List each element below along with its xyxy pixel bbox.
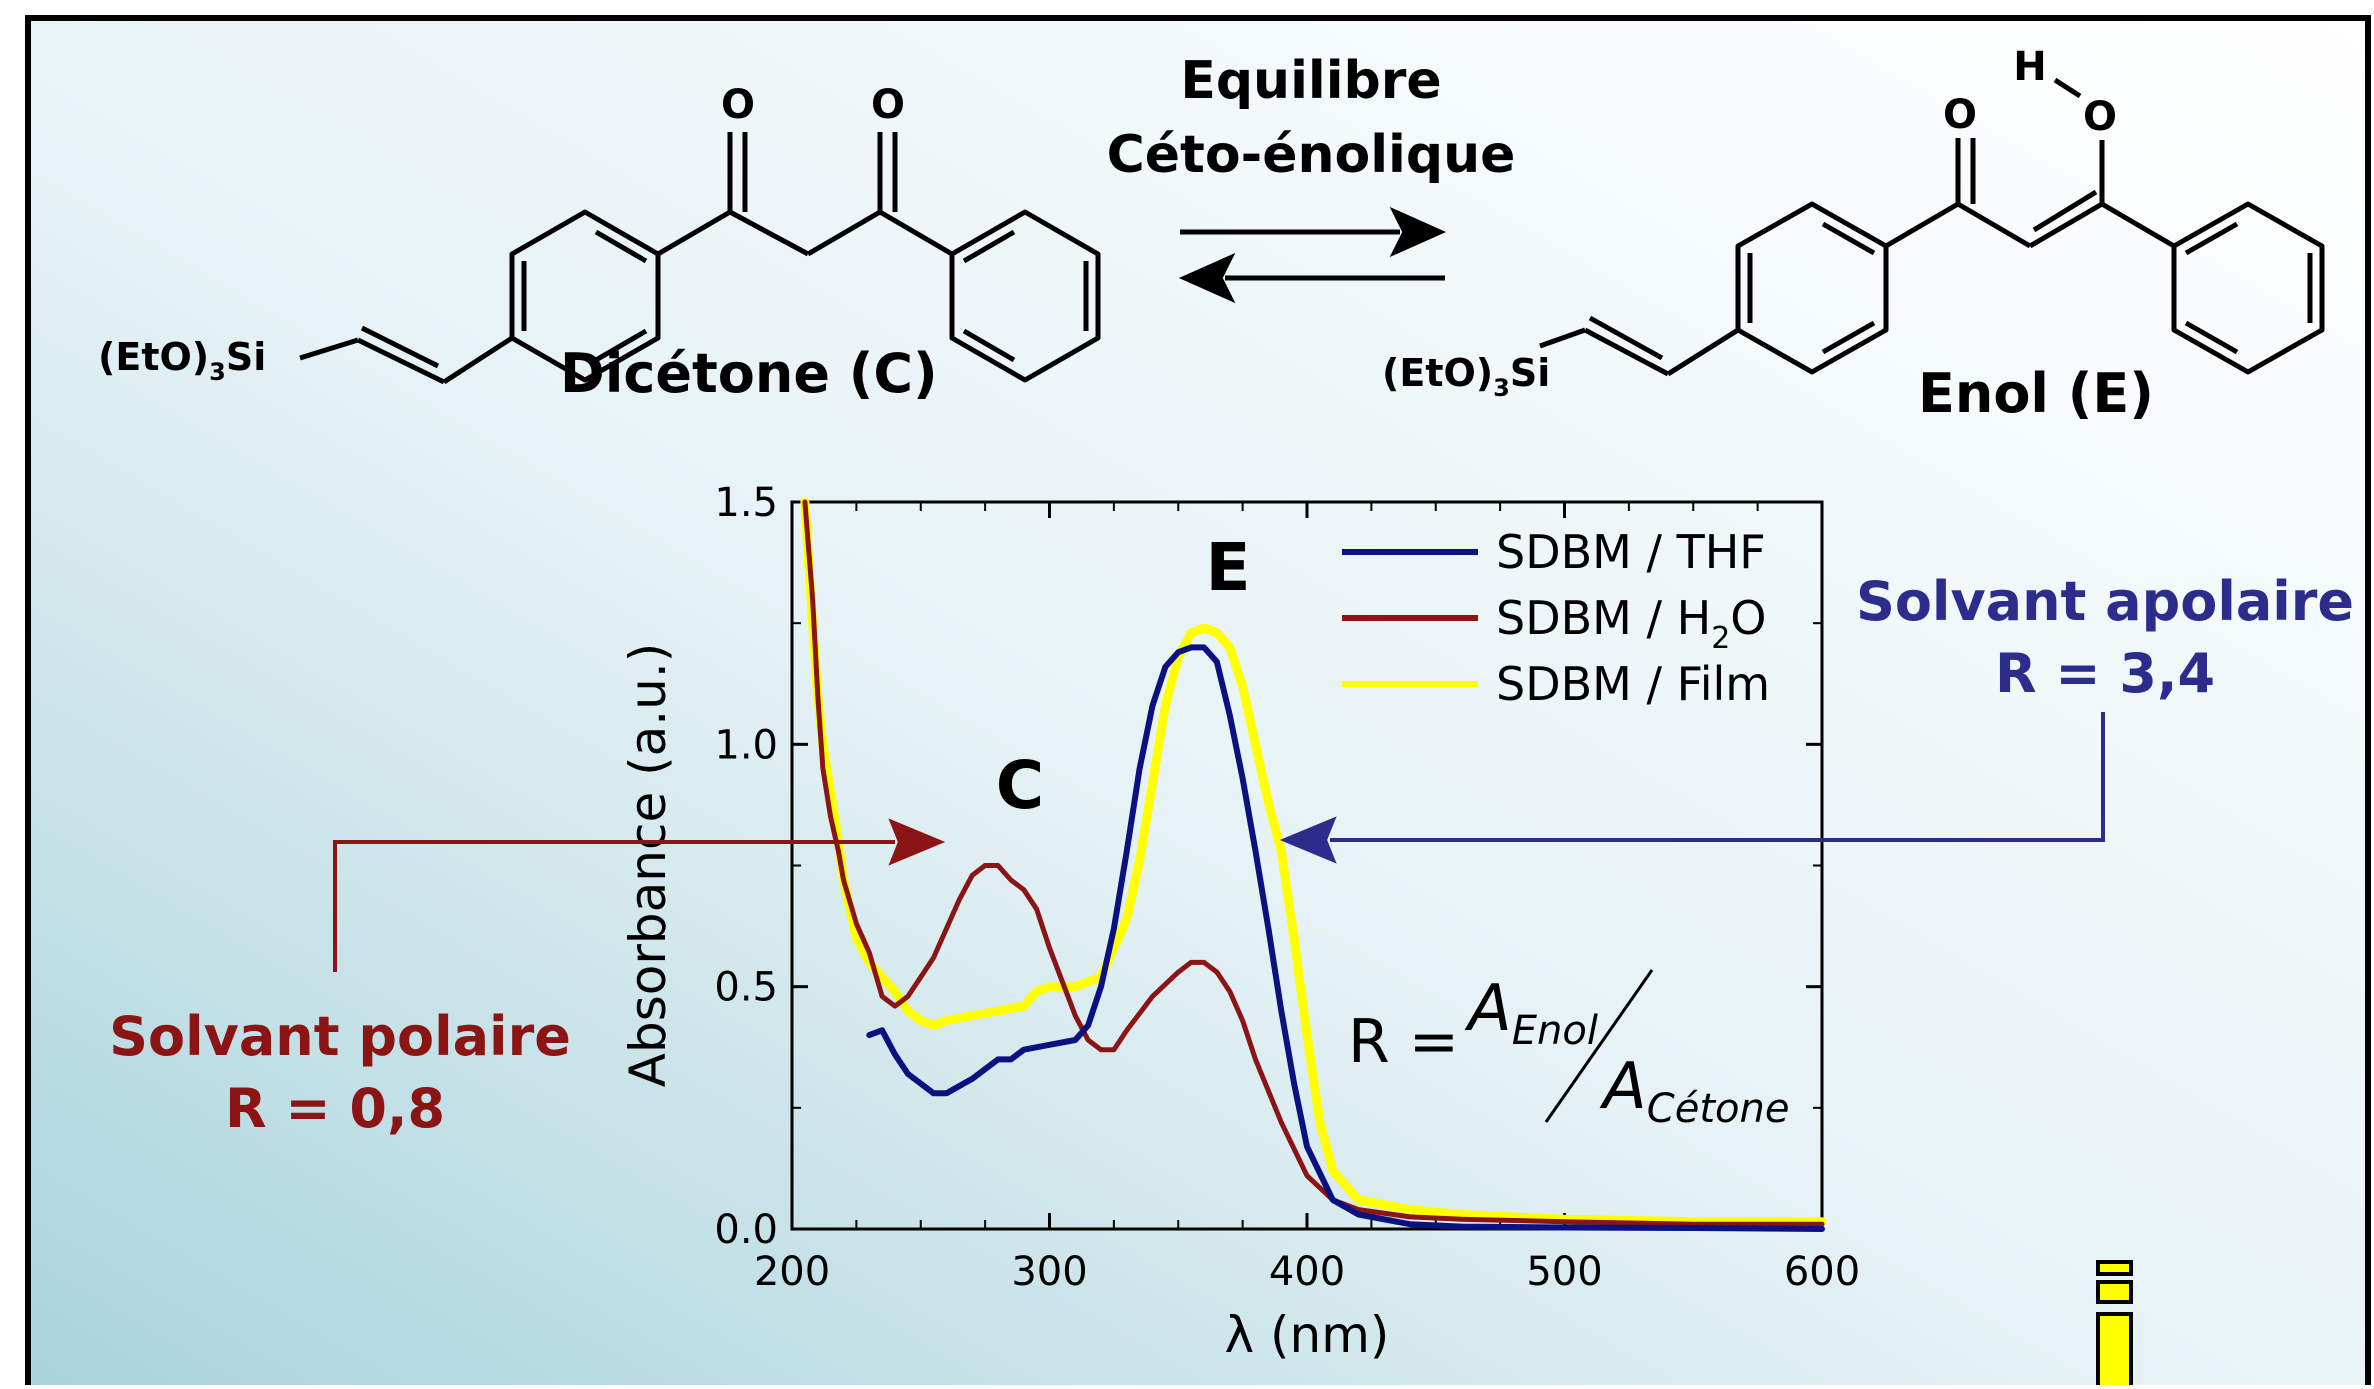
peak-label-e: E (1205, 529, 1250, 606)
panel-background (25, 15, 2371, 1389)
formula-numerator: AEnol (1464, 972, 1598, 1054)
x-tick-label: 200 (754, 1249, 830, 1295)
legend-label: SDBM / H2O (1496, 591, 1767, 656)
x-tick-label: 500 (1526, 1249, 1602, 1295)
polar-solvent-label: Solvant polaire (109, 1005, 571, 1068)
x-tick-label: 400 (1269, 1249, 1345, 1295)
enol-name: Enol (E) (1918, 362, 2154, 425)
y-tick-label: 0.5 (714, 965, 778, 1011)
enol-oxygen-ketone: O (1943, 92, 1977, 138)
apolar-arrow (1279, 712, 2105, 864)
diketone-oxygen-1: O (721, 82, 755, 128)
apolar-solvent-label: Solvant apolaire (1856, 570, 2354, 633)
enol-hydrogen: H (2013, 44, 2046, 90)
peak-label-c: C (996, 747, 1044, 824)
formula-r: R = (1348, 1007, 1459, 1077)
polar-arrow (333, 818, 946, 972)
diketone-structure (299, 132, 1101, 385)
y-axis-label: Absorbance (a.u.) (619, 643, 677, 1087)
equilibrium-line1: Equilibre (1180, 51, 1441, 111)
y-tick-label: 0.0 (714, 1207, 778, 1253)
apolar-ratio: R = 3,4 (1995, 642, 2215, 705)
enol-silyl-group: (EtO)3Si (1382, 351, 1550, 402)
series-line-sdbm-h (802, 499, 1825, 1227)
cuvette-icon (2096, 1260, 2133, 1389)
legend-label: SDBM / THF (1496, 525, 1766, 579)
equilibrium-line2: Céto-énolique (1107, 125, 1516, 185)
enol-oxygen-hydroxyl: O (2083, 94, 2117, 140)
absorbance-chart: 200 300 400 500 600 0.0 0.5 1.0 1.5 SDBM / THF SD… (619, 480, 1860, 1364)
formula-denominator: ACétone (1599, 1050, 1789, 1132)
formula-slash (1544, 969, 1654, 1123)
enol-structure (1539, 77, 2325, 377)
x-tick-label: 600 (1784, 1249, 1860, 1295)
ratio-formula: R = AEnol ACétone (1348, 969, 1789, 1132)
x-axis-label: λ (nm) (1225, 1306, 1390, 1364)
y-tick-label: 1.5 (714, 480, 778, 526)
diketone-oxygen-2: O (871, 82, 905, 128)
equilibrium-arrows (1178, 206, 1447, 304)
y-tick-label: 1.0 (714, 722, 778, 768)
polar-ratio: R = 0,8 (225, 1077, 445, 1140)
legend-label: SDBM / Film (1496, 657, 1770, 711)
diketone-silyl-group: (EtO)3Si (98, 335, 266, 386)
diketone-name: Dicétone (C) (560, 342, 938, 405)
x-tick-label: 300 (1011, 1249, 1087, 1295)
series-line-sdbm-thf (866, 644, 1825, 1232)
series-line-sdbm-film (800, 497, 1827, 1227)
